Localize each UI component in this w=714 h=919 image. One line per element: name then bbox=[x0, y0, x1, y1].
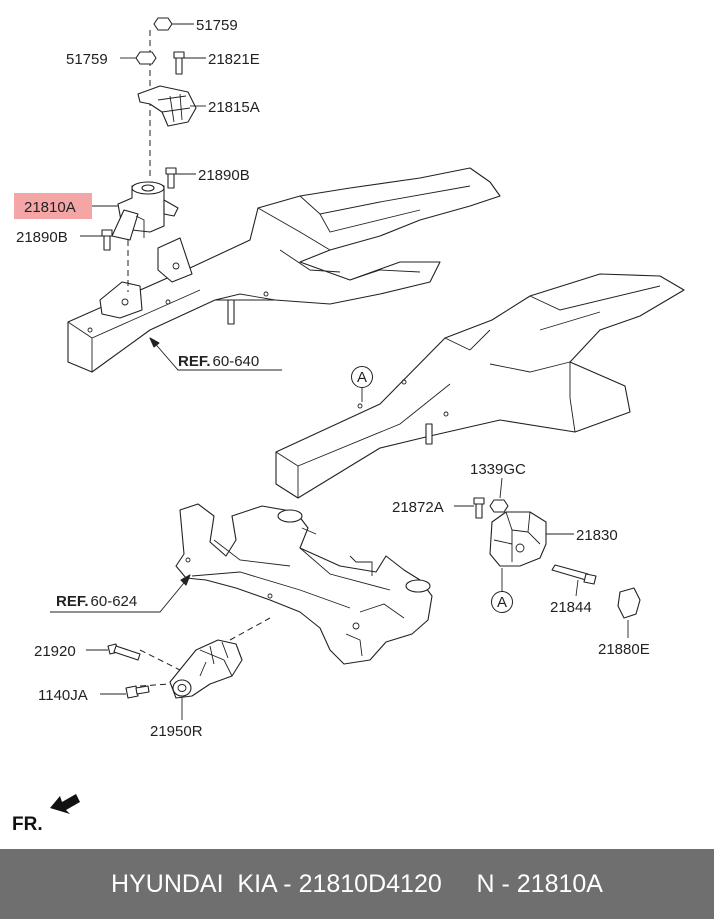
leader-ref-624 bbox=[50, 577, 189, 613]
label-21830: 21830 bbox=[576, 527, 618, 544]
label-21890B-right: 21890B bbox=[198, 167, 250, 184]
nut-1339GC bbox=[489, 499, 509, 513]
label-21880E: 21880E bbox=[598, 641, 650, 658]
nut-51759-top bbox=[153, 17, 173, 31]
bolt-21872A bbox=[473, 497, 485, 519]
alignment-line-roll-rod-2 bbox=[139, 683, 171, 687]
cap-21880E bbox=[617, 587, 641, 619]
label-51759-top: 51759 bbox=[196, 17, 238, 34]
transmission-mount-21830 bbox=[489, 511, 547, 567]
label-21810A: 21810A bbox=[24, 199, 76, 216]
label-21890B-left: 21890B bbox=[16, 229, 68, 246]
bolt-21890B-right bbox=[165, 167, 177, 189]
bolt-21920 bbox=[107, 643, 141, 661]
label-21872A: 21872A bbox=[392, 499, 444, 516]
ref-624-arrow bbox=[180, 574, 191, 586]
alignment-line-roll-rod bbox=[139, 649, 181, 671]
callout-a-upper-circle bbox=[351, 366, 373, 388]
front-indicator: FR. bbox=[12, 814, 43, 835]
ref-640-arrow bbox=[149, 337, 160, 348]
parts-diagram: 51759 51759 21821E 21815A 21890B 21810A … bbox=[12, 17, 685, 835]
callout-a-lower-circle bbox=[491, 591, 513, 613]
front-arrow-icon bbox=[50, 794, 80, 814]
label-21844: 21844 bbox=[550, 599, 592, 616]
callout-a-lower: A bbox=[497, 594, 507, 611]
alignment-line-roll-rod-3 bbox=[229, 617, 271, 641]
leader-1339GC bbox=[499, 477, 503, 499]
engine-mount-21810A bbox=[111, 181, 179, 241]
bolt-1140JA bbox=[125, 685, 150, 699]
label-1140JA: 1140JA bbox=[38, 687, 88, 704]
bracket-21815A bbox=[137, 85, 197, 127]
label-51759-left: 51759 bbox=[66, 51, 108, 68]
lower-frame-rail bbox=[275, 273, 685, 499]
upper-frame-rail bbox=[67, 167, 501, 373]
leader-21844 bbox=[575, 579, 579, 597]
label-21950R: 21950R bbox=[150, 723, 203, 740]
bolt-21890B-left bbox=[101, 229, 113, 251]
label-21821E: 21821E bbox=[208, 51, 260, 68]
bolt-21844 bbox=[551, 564, 597, 585]
leader-ref-640 bbox=[151, 339, 282, 371]
ref-60-640: REF.60-640 bbox=[178, 353, 259, 370]
footer-bar: HYUNDAI KIA - 21810D4120 N - 21810A bbox=[0, 849, 714, 919]
roll-rod-21950R bbox=[169, 639, 243, 699]
label-21815A: 21815A bbox=[208, 99, 260, 116]
label-21920: 21920 bbox=[34, 643, 76, 660]
ref-60-624: REF.60-624 bbox=[56, 593, 137, 610]
highlight-21810A bbox=[14, 193, 92, 219]
callout-a-upper: A bbox=[357, 369, 367, 386]
subframe bbox=[175, 503, 433, 665]
bolt-21821E bbox=[173, 51, 185, 75]
label-1339GC: 1339GC bbox=[470, 461, 526, 478]
nut-51759-left bbox=[135, 51, 157, 65]
